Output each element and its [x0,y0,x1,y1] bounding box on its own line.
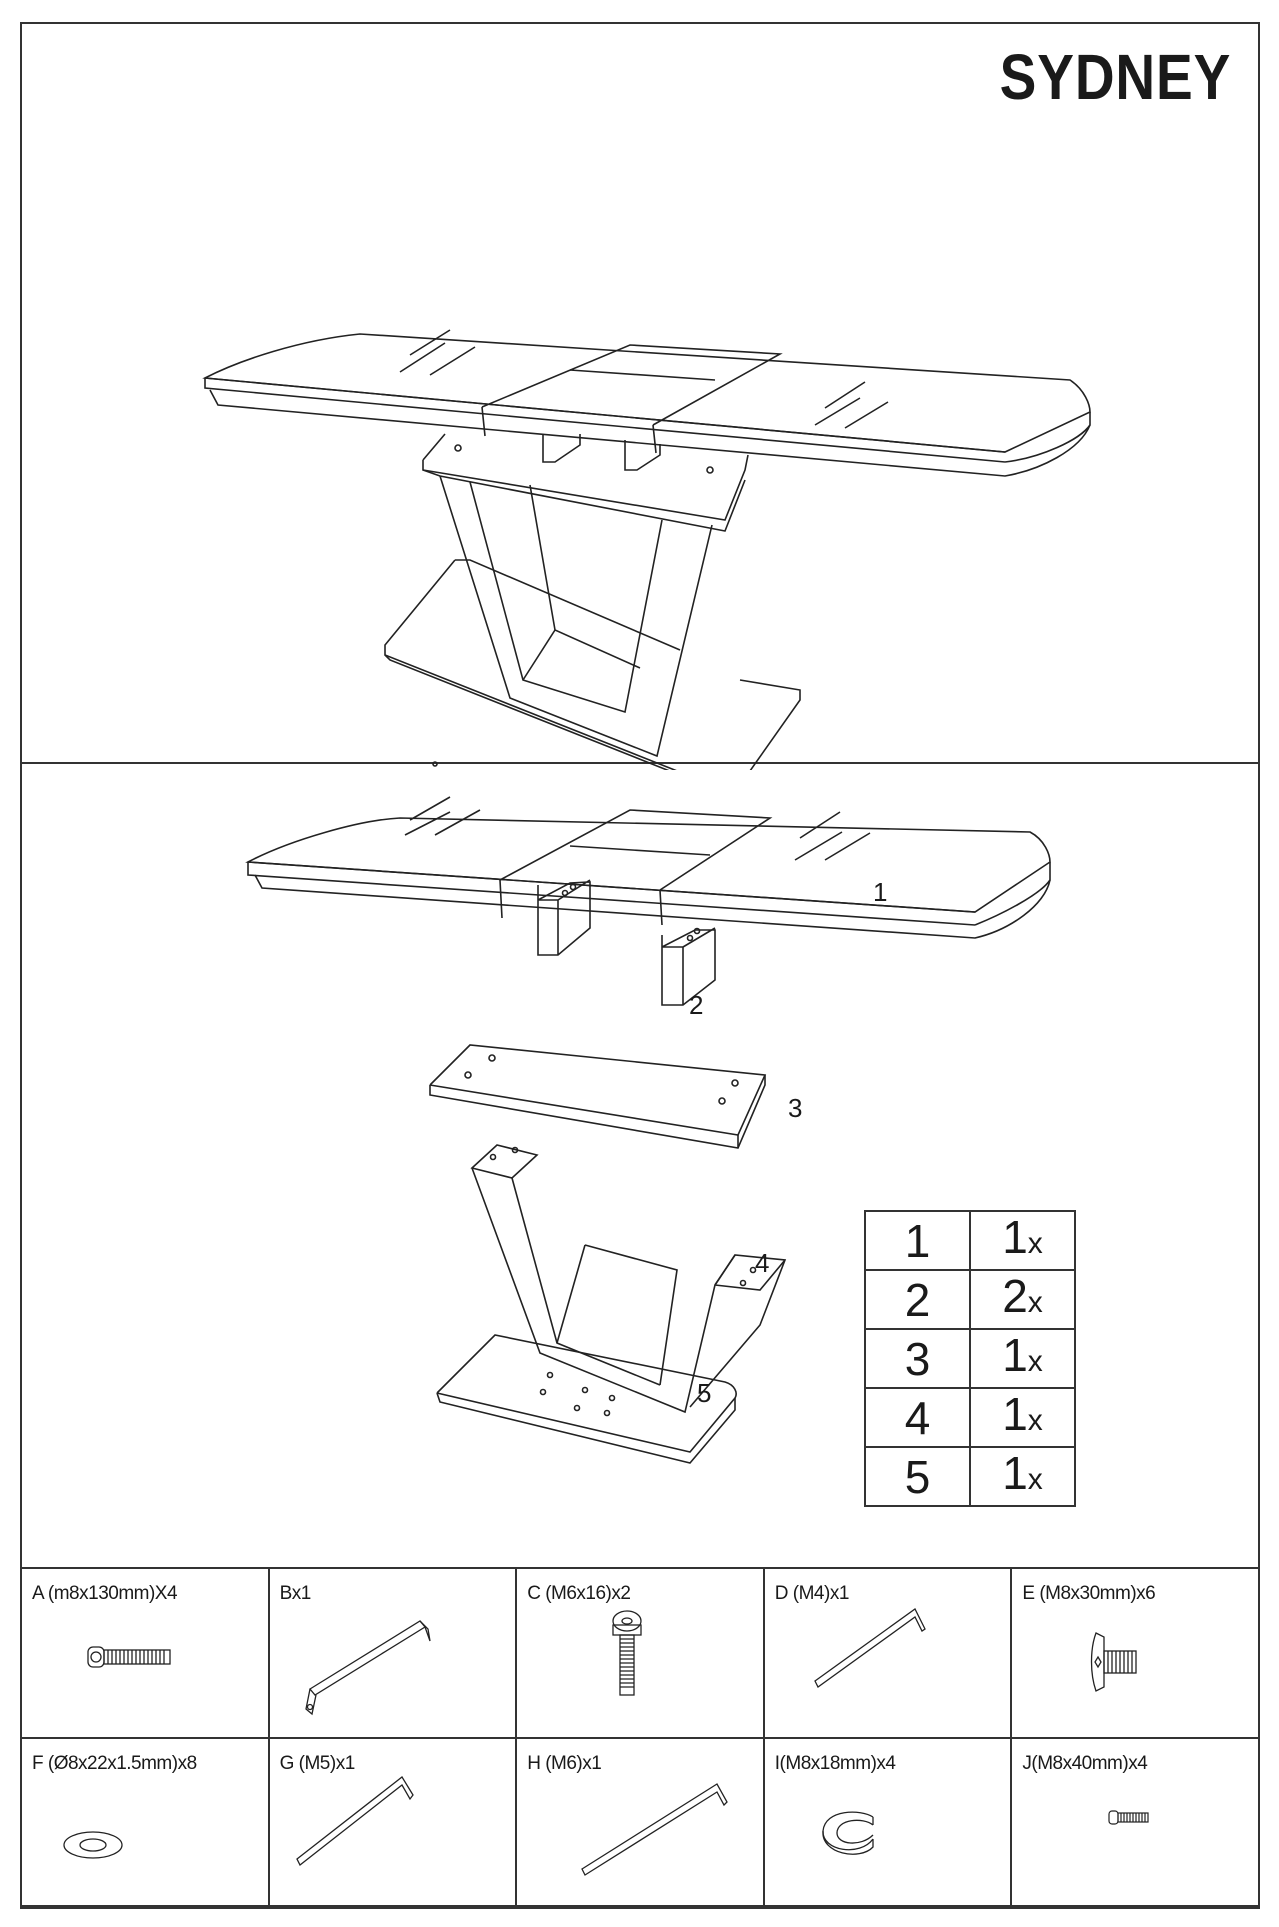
part-number: 1 [864,1210,971,1271]
hardware-label: D (M4)x1 [774,1583,850,1604]
part-number: 5 [864,1446,971,1507]
part-number: 3 [864,1328,971,1389]
table-row: 2 2x [864,1269,1076,1330]
part-number: 4 [864,1387,971,1448]
part-label-2: 2 [689,990,704,1020]
allen-key-icon [813,1608,926,1688]
hardware-cell-j: J(M8x40mm)x4 [1010,1737,1260,1909]
hardware-label: H (M6)x1 [527,1753,602,1774]
flat-washer-icon [63,1831,123,1859]
hardware-cell-e: E (M8x30mm)x6 [1010,1567,1260,1739]
hardware-label: F (Ø8x22x1.5mm)x8 [32,1753,197,1774]
table-row: F (Ø8x22x1.5mm)x8 G (M5)x1 H (M6)x1 I(M8… [20,1737,1260,1909]
socket-bolt-short-icon [1108,1810,1149,1825]
part-quantity: 1x [969,1210,1076,1271]
table-row: 3 1x [864,1328,1076,1389]
hardware-cell-a: A (m8x130mm)X4 [20,1567,270,1739]
part-quantity: 2x [969,1269,1076,1330]
part-label-5: 5 [697,1378,712,1408]
hardware-table: A (m8x130mm)X4 Bx1 C (M6x16)x2 [20,1567,1260,1909]
part-quantity: 1x [969,1328,1076,1389]
part-quantity: 1x [969,1446,1076,1507]
hardware-cell-d: D (M4)x1 [762,1567,1013,1739]
countersunk-bolt-icon [1091,1632,1138,1692]
hardware-label: C (M6x16)x2 [527,1583,631,1604]
parts-quantity-table: 1 1x 2 2x 3 1x 4 1x 5 1x [864,1210,1076,1507]
table-row: A (m8x130mm)X4 Bx1 C (M6x16)x2 [20,1567,1260,1739]
part-number: 2 [864,1269,971,1330]
section-divider [20,762,1260,764]
hardware-cell-g: G (M5)x1 [267,1737,518,1909]
part-label-1: 1 [873,877,888,907]
hardware-cell-b: Bx1 [267,1567,518,1739]
exploded-view-illustration [245,761,1051,1464]
hardware-cell-i: I(M8x18mm)x4 [762,1737,1013,1909]
hardware-label: G (M5)x1 [279,1753,356,1774]
part-quantity: 1x [969,1387,1076,1448]
part-label-4: 4 [755,1248,770,1278]
hardware-cell-f: F (Ø8x22x1.5mm)x8 [20,1737,270,1909]
allen-key-icon [581,1783,728,1876]
part-label-3: 3 [788,1093,803,1123]
hardware-label: A (m8x130mm)X4 [32,1583,178,1604]
socket-bolt-long-icon [87,1646,171,1668]
hardware-cell-h: H (M6)x1 [515,1737,765,1909]
flat-head-bolt-icon [612,1610,642,1696]
table-row: 5 1x [864,1446,1076,1507]
table-row: 1 1x [864,1210,1076,1271]
allen-key-icon [295,1776,414,1867]
table-row: 4 1x [864,1387,1076,1448]
hardware-label: Bx1 [279,1583,312,1604]
hardware-cell-c: C (M6x16)x2 [515,1567,765,1739]
assembled-table-illustration [202,329,1091,770]
hardware-label: J(M8x40mm)x4 [1022,1753,1148,1774]
product-title: SYDNEY [999,41,1231,113]
hardware-label: I(M8x18mm)x4 [774,1753,896,1774]
spring-washer-icon [822,1811,874,1855]
wrench-tool-icon [304,1620,431,1716]
hardware-label: E (M8x30mm)x6 [1022,1583,1156,1604]
